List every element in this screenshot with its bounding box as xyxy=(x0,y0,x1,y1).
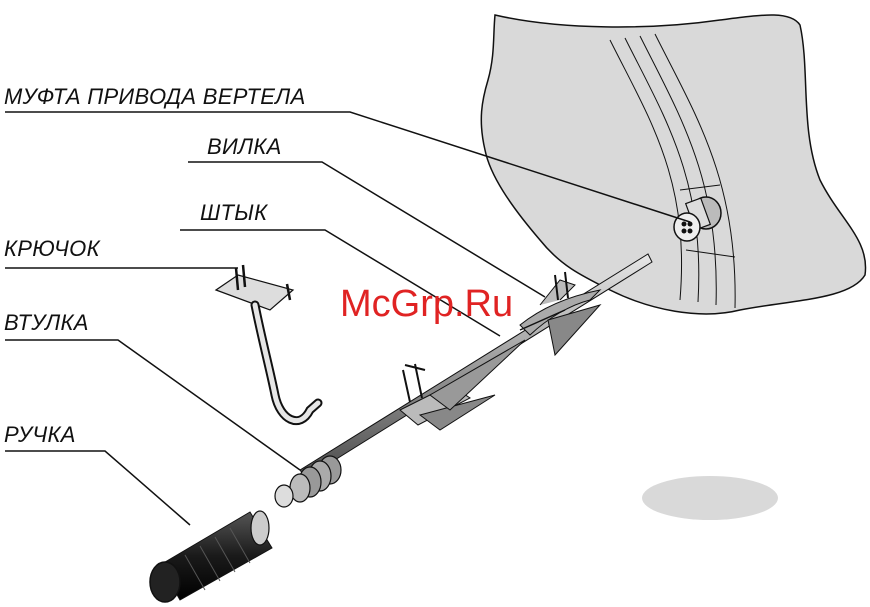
label-drive-coupling: МУФТА ПРИВОДА ВЕРТЕЛА xyxy=(4,84,306,110)
label-hook: КРЮЧОК xyxy=(4,236,100,262)
label-bushing: ВТУЛКА xyxy=(4,310,89,336)
hook-part xyxy=(216,265,318,421)
label-spit: ШТЫК xyxy=(200,200,267,226)
oven-wall xyxy=(481,15,865,314)
bushing xyxy=(275,456,341,507)
label-handle: РУЧКА xyxy=(4,422,76,448)
watermark-text: McGrp.Ru xyxy=(340,283,513,326)
leader-handle xyxy=(5,451,190,525)
front-fork xyxy=(400,340,525,430)
handle-part xyxy=(150,511,272,602)
label-fork: ВИЛКА xyxy=(207,134,282,160)
floor-shadow xyxy=(642,476,778,520)
